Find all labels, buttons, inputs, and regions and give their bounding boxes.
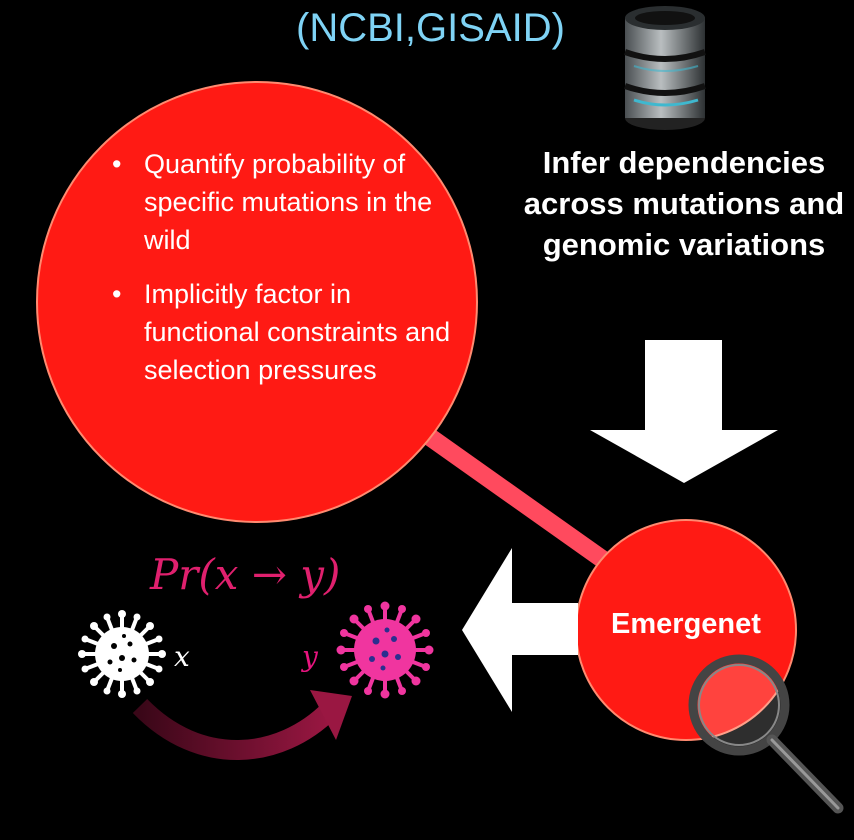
virus-x-icon <box>78 610 166 698</box>
infer-text: Infer dependencies across mutations and … <box>523 145 845 262</box>
bullet-marker: • <box>112 279 122 309</box>
probability-formula: Pr(x → y) <box>150 550 341 599</box>
list-item: • Implicitly factor in functional constr… <box>108 275 458 389</box>
list-item-text: Implicitly factor in functional constrai… <box>144 279 451 385</box>
magnifier-icon <box>688 654 844 814</box>
connector-line <box>414 422 618 574</box>
bullet-marker: • <box>112 149 122 179</box>
variable-x-label: x <box>174 640 190 673</box>
down-arrow <box>590 340 778 483</box>
list-item-text: Quantify probability of specific mutatio… <box>144 149 433 255</box>
list-item: • Quantify probability of specific mutat… <box>108 145 458 259</box>
transition-arrow <box>132 690 352 760</box>
left-arrow <box>462 548 578 712</box>
virus-y-icon <box>336 601 434 699</box>
variable-y-label: y <box>302 640 318 673</box>
description-circle <box>36 81 478 523</box>
database-label: (NCBI,GISAID) <box>296 6 565 50</box>
emergenet-label: Emergenet <box>611 608 761 640</box>
feature-list: • Quantify probability of specific mutat… <box>108 145 458 389</box>
database-icon <box>624 6 706 130</box>
